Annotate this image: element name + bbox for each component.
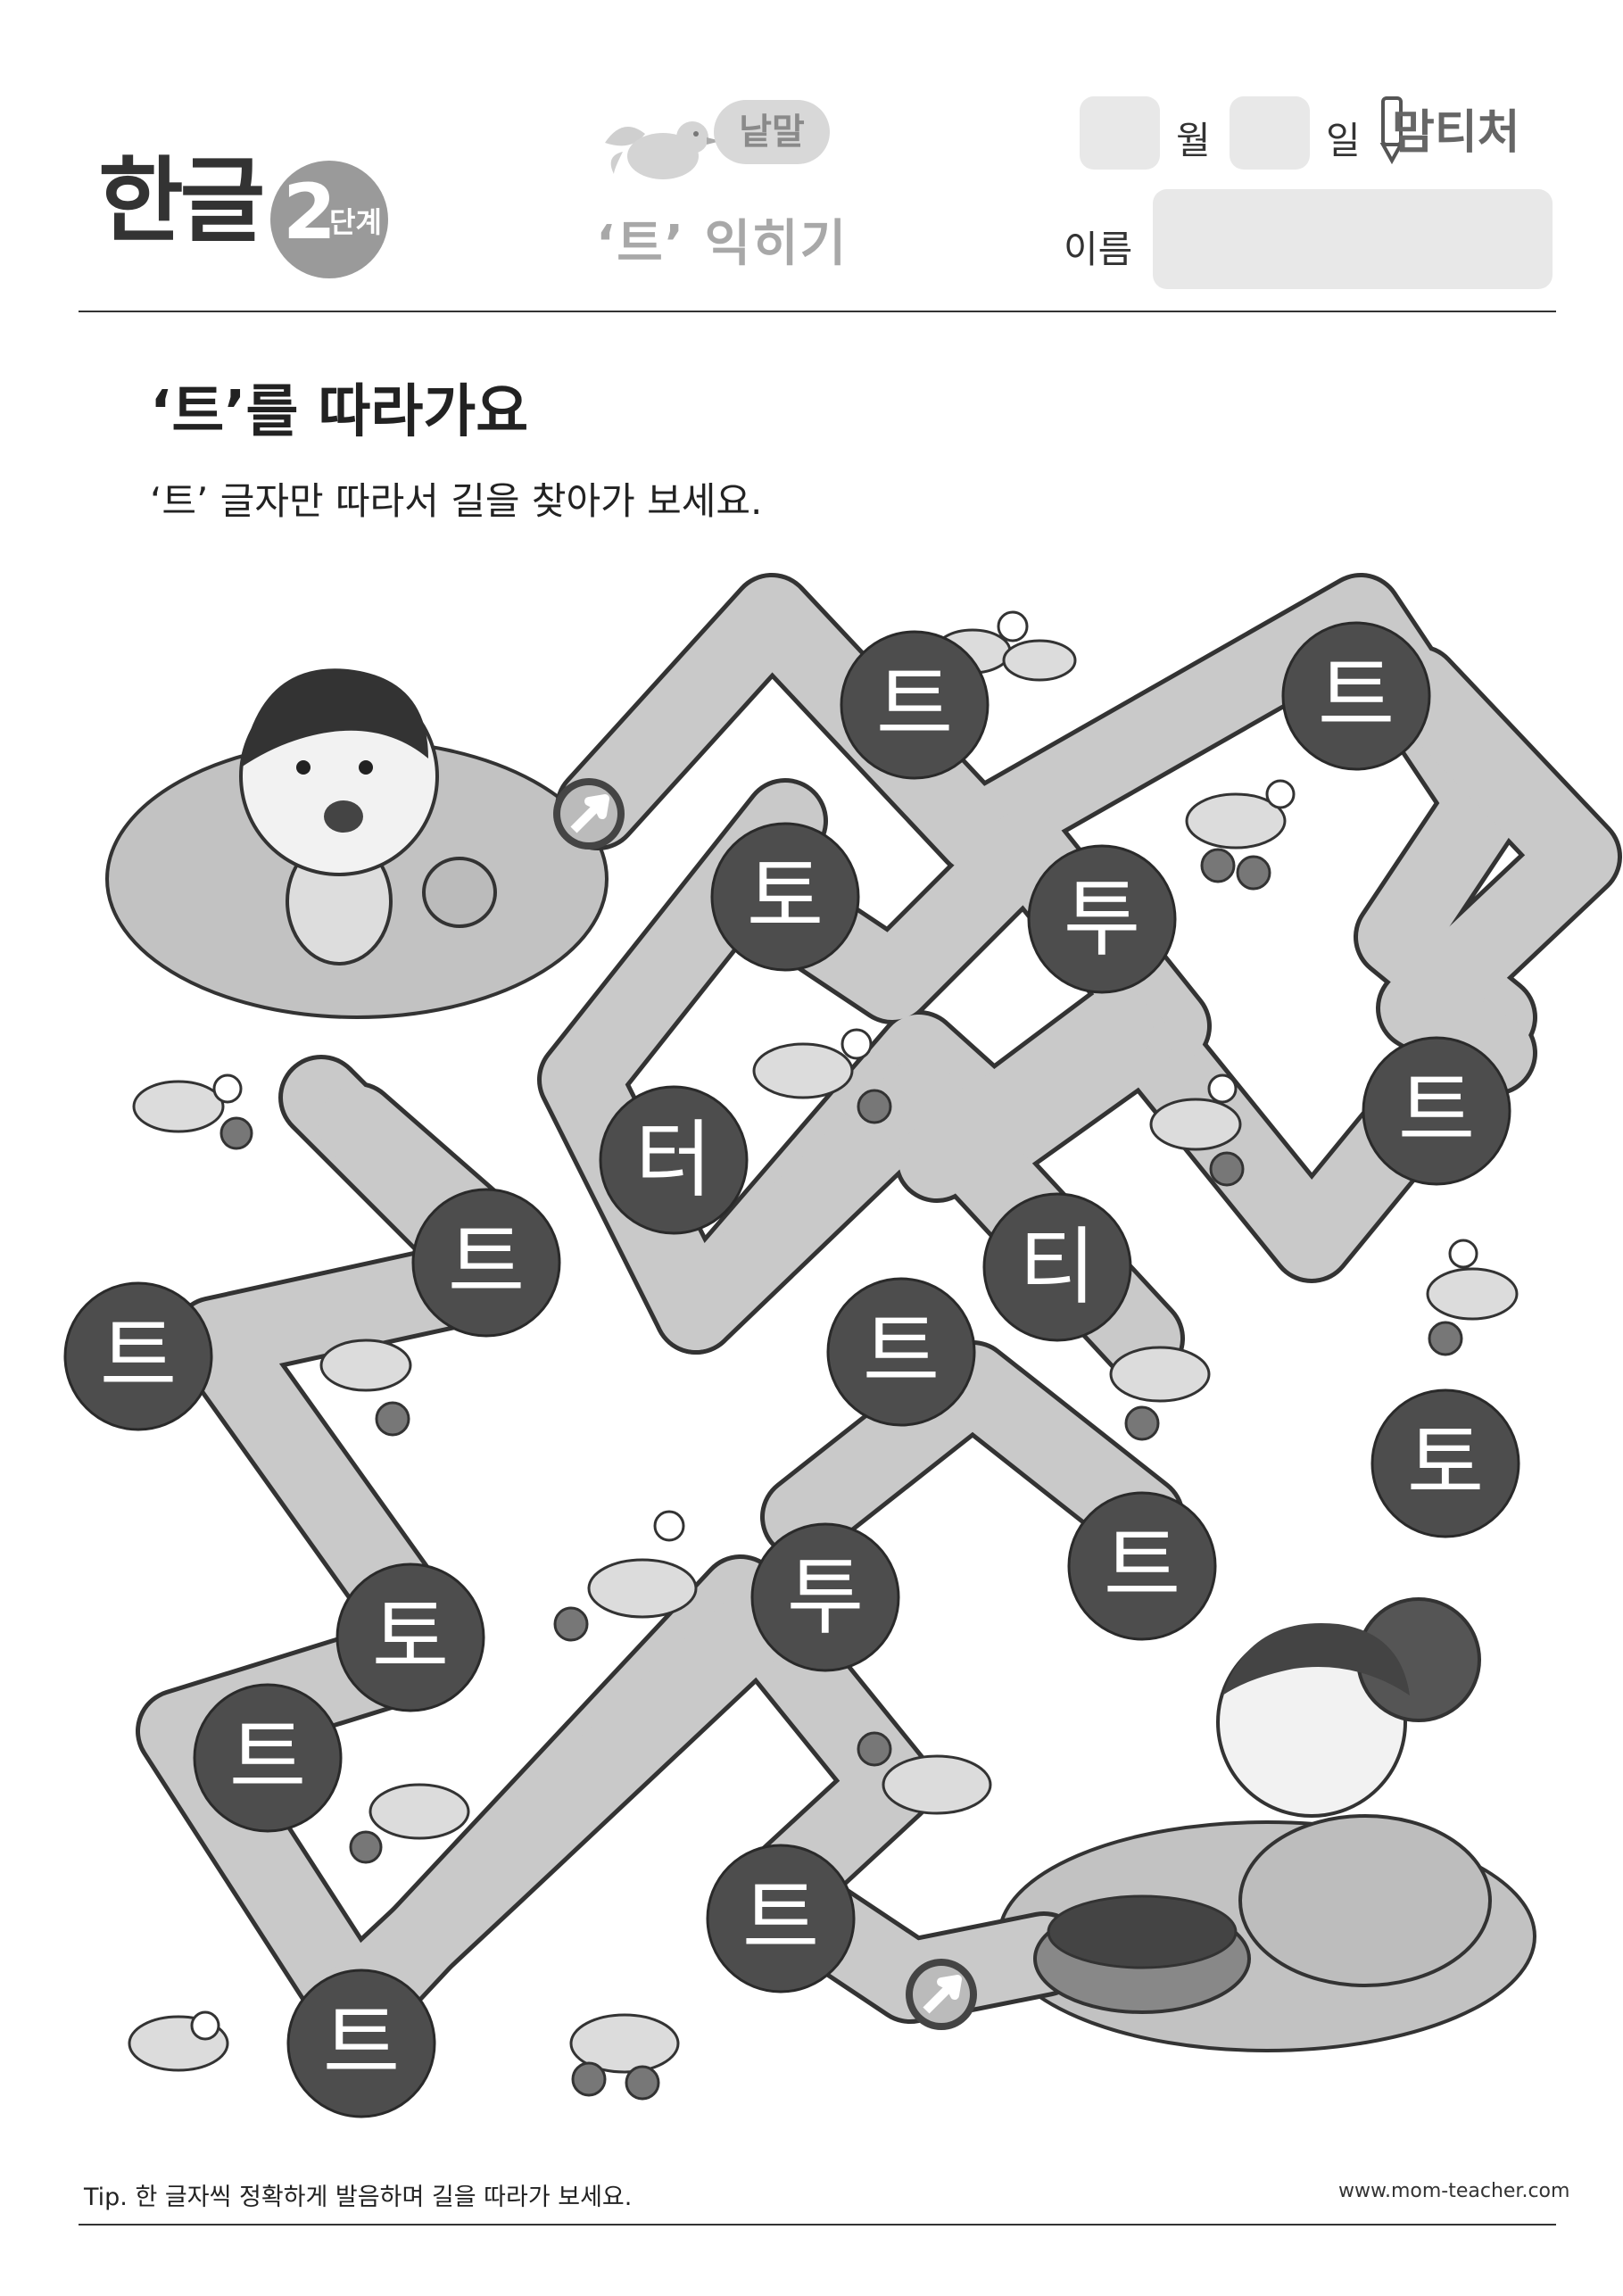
maze-letter: 투 xyxy=(787,1549,864,1646)
maze-letter-circle[interactable]: 트 xyxy=(63,1281,213,1431)
footer-tip: Tip. 한 글자씩 정확하게 발음하며 길을 따라가 보세요. xyxy=(84,2184,633,2211)
name-label: 이름 xyxy=(1064,228,1133,271)
maze-letter: 트 xyxy=(229,1710,306,1807)
maze-letter: 토 xyxy=(372,1589,449,1687)
level-number: 2 xyxy=(283,168,336,257)
maze-letter: 토 xyxy=(747,849,824,946)
maze-letter: 트 xyxy=(323,1995,400,2093)
maze-letter: 트 xyxy=(100,1308,177,1405)
maze-letter-circle[interactable]: 트 xyxy=(1067,1491,1217,1641)
maze-letter: 트 xyxy=(1398,1063,1475,1160)
strawberry-plant-decoration xyxy=(128,610,1519,2101)
maze-letter: 트 xyxy=(863,1304,940,1401)
name-field[interactable] xyxy=(1153,189,1553,289)
brand-logo: 맘티처 xyxy=(1392,106,1520,160)
month-field[interactable] xyxy=(1080,96,1160,170)
worksheet-title: ‘트’를 따라가요 xyxy=(150,379,529,445)
category-tag: 낱말 xyxy=(714,100,830,164)
maze-letter: 트 xyxy=(1318,648,1395,745)
bird-icon xyxy=(605,121,721,179)
footer-website[interactable]: www.mom-teacher.com xyxy=(1338,2180,1570,2202)
maze-letter-circle[interactable]: 트 xyxy=(706,1844,856,1993)
maze-letter-circle[interactable]: 투 xyxy=(750,1522,900,1672)
level-label: 단계 xyxy=(329,205,382,239)
pencil-icon xyxy=(1379,96,1404,164)
day-label: 일 xyxy=(1326,119,1361,162)
maze-letter-circle[interactable]: 터 xyxy=(599,1085,749,1235)
level-badge: 2 단계 xyxy=(270,161,388,278)
footer-divider xyxy=(79,2224,1556,2226)
maze-letter-circle[interactable]: 트 xyxy=(1362,1036,1511,1186)
maze-letter: 티 xyxy=(1019,1219,1096,1316)
maze-letter: 트 xyxy=(1104,1518,1180,1615)
maze-letter-circle[interactable]: 티 xyxy=(982,1192,1132,1342)
end-arrow-icon xyxy=(906,1959,977,2030)
maze-letter-circle[interactable]: 트 xyxy=(286,1969,436,2118)
worksheet-instruction: ‘트’ 글자만 따라서 길을 찾아가 보세요. xyxy=(150,479,763,523)
maze-letter-circle[interactable]: 트 xyxy=(840,630,990,780)
maze-letter-circle[interactable]: 트 xyxy=(826,1277,976,1427)
maze-letter-circle[interactable]: 트 xyxy=(193,1683,343,1833)
start-arrow-icon xyxy=(553,778,625,850)
day-field[interactable] xyxy=(1230,96,1310,170)
maze-letter-circle[interactable]: 토 xyxy=(710,822,860,972)
maze-letter: 투 xyxy=(1064,871,1140,968)
girl-character-illustration xyxy=(239,668,497,966)
maze-letter-circle[interactable]: 토 xyxy=(335,1562,485,1712)
header-divider xyxy=(79,311,1556,312)
maze-letter-circle[interactable]: 트 xyxy=(1281,621,1431,771)
maze-letter: 토 xyxy=(1407,1415,1484,1513)
maze-letter-circle[interactable]: 토 xyxy=(1370,1388,1520,1538)
logo-text: 한글 xyxy=(98,146,265,255)
maze-letter: 트 xyxy=(448,1214,525,1312)
page-subtitle: ‘트’ 익히기 xyxy=(596,215,849,273)
maze-letter: 트 xyxy=(742,1870,819,1968)
maze-letter-circle[interactable]: 트 xyxy=(411,1188,561,1338)
girl-with-basket-illustration xyxy=(1033,1597,1492,2014)
maze-letter: 트 xyxy=(876,657,953,754)
maze-letter-circle[interactable]: 투 xyxy=(1027,844,1177,994)
maze-letter: 터 xyxy=(635,1112,712,1209)
month-label: 월 xyxy=(1176,119,1211,162)
